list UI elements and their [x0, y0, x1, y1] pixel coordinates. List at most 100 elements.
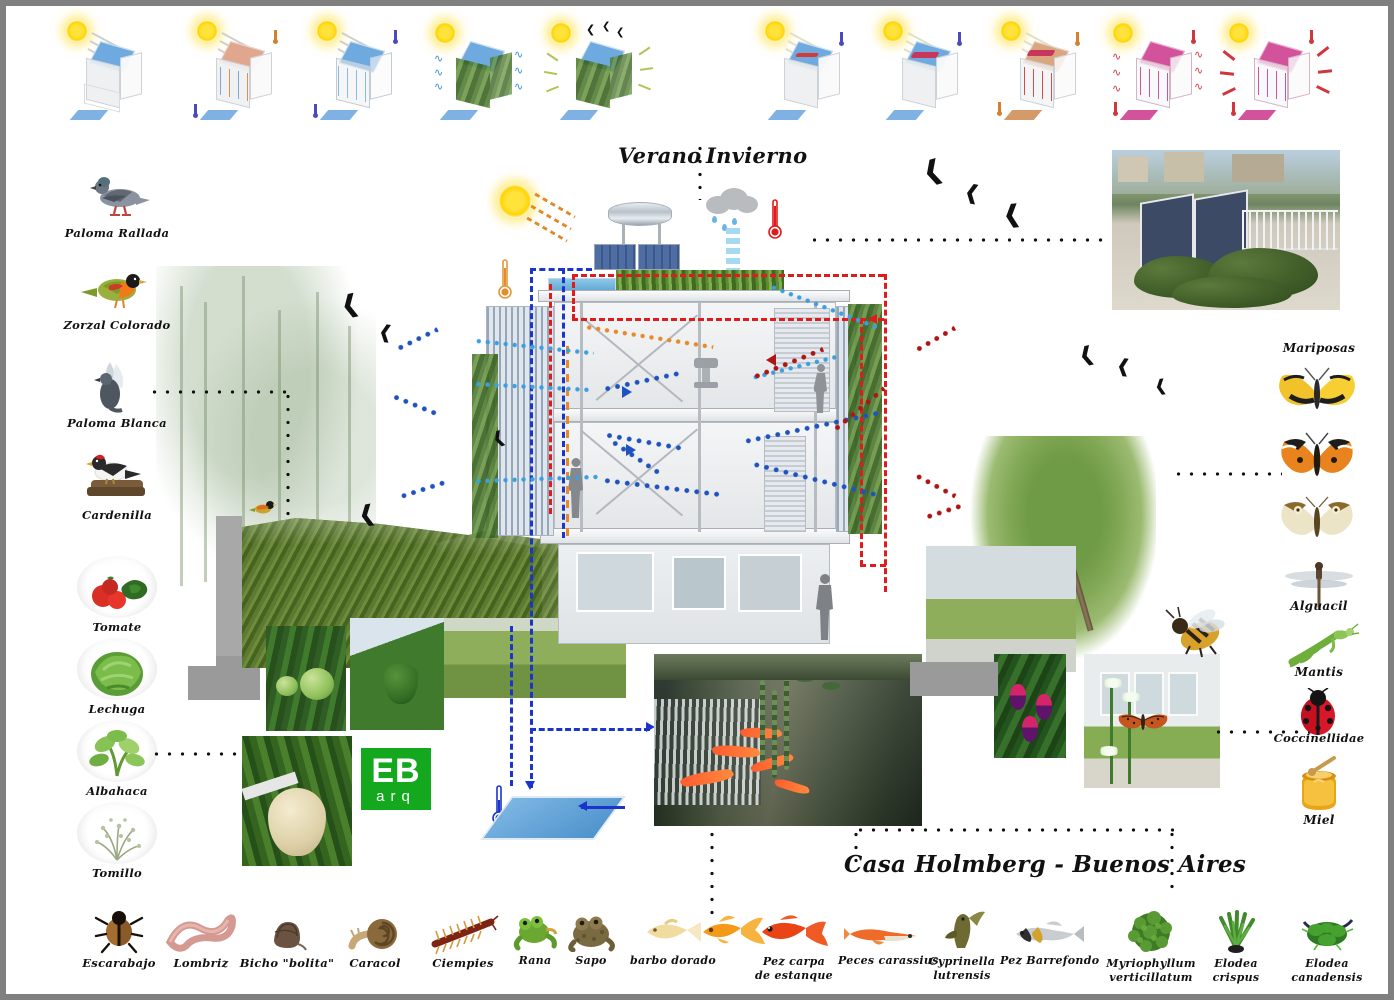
- species-elodea-canadensis: Elodea canadensis: [1280, 906, 1374, 985]
- aquatic-plants-row: Myriophyllum verticillatum Elodea crispu…: [1104, 906, 1384, 994]
- top-diagram-strip: ∿ ∿ ∿ ∿ ∿ ∿ ❮ ❮ ❮: [6, 6, 1388, 132]
- species-cyprinella: Cyprinella lutrensis: [920, 906, 1004, 983]
- pv-panel: [638, 244, 680, 270]
- thermometer-warm-icon: [498, 258, 512, 300]
- species-zorzal-colorado: Zorzal Colorado: [62, 258, 172, 332]
- species-label: Bicho "bolita": [239, 956, 335, 970]
- thyme-icon: [77, 802, 157, 864]
- species-elodea-crispus: Elodea crispus: [1196, 906, 1276, 985]
- species-label: Paloma Blanca: [67, 416, 167, 430]
- airflow-path: [390, 392, 442, 419]
- connector-dots-left-upper: [148, 390, 288, 394]
- golden-barb-icon: [618, 906, 728, 952]
- butterfly-house-photo: [1084, 654, 1220, 788]
- warm-air-riser: [566, 346, 569, 536]
- species-label: Escarabajo: [82, 956, 156, 970]
- species-pez-carpa: Pez carpa de estanque: [748, 906, 840, 983]
- species-paloma-rallada: Paloma Rallada: [62, 166, 172, 240]
- page-title: Casa Holmberg - Buenos Aires: [844, 851, 1247, 878]
- species-label: Coccinellidae: [1273, 731, 1365, 745]
- season-divider-dots: [698, 142, 702, 200]
- collector-feed-line: [581, 806, 625, 809]
- sun-icon: [196, 20, 218, 42]
- bird-silhouette-icon: ❰: [1152, 375, 1169, 396]
- fish-pond-photo: [654, 654, 922, 826]
- species-escarabajo: Escarabajo: [64, 906, 174, 970]
- species-paloma-blanca: Paloma Blanca: [62, 356, 172, 430]
- species-label: Albahaca: [86, 784, 148, 798]
- species-label: barbo dorado: [629, 954, 717, 967]
- toad-icon: [556, 906, 626, 952]
- summer-loop-left-riser: [530, 268, 533, 788]
- sun-icon: [550, 22, 572, 44]
- interior-slat-panel-lower: [764, 436, 806, 532]
- person-mid-floor: [568, 458, 584, 518]
- species-label: Mantis: [1294, 665, 1344, 679]
- species-sapo: Sapo: [556, 906, 626, 968]
- soil-fauna-row: Escarabajo Lombriz Bicho "bolita": [64, 906, 514, 992]
- rain-stream: [726, 228, 740, 282]
- bird-silhouette-icon: ❰: [1000, 199, 1024, 229]
- connector-dots-title-drop: [854, 828, 858, 868]
- sun-ray: [534, 192, 576, 219]
- pv-panel: [594, 244, 636, 270]
- species-label: Lechuga: [88, 702, 146, 716]
- ground-glazing-center: [672, 556, 726, 610]
- bird-silhouette-icon: ❰: [1114, 355, 1133, 378]
- winter-loop-inner-east: [860, 318, 863, 566]
- mariposas-heading: Mariposas: [1282, 341, 1356, 355]
- species-label: Miel: [1303, 813, 1335, 827]
- basil-icon: [77, 720, 157, 782]
- species-cardenilla: Cardenilla: [62, 448, 172, 522]
- logo-arq-text: arq: [376, 788, 416, 805]
- centipede-icon: [408, 906, 518, 954]
- tomato-icon: [77, 556, 157, 618]
- honeybee-icon: [1156, 606, 1232, 663]
- sun-icon: [66, 20, 88, 42]
- airflow-path: [398, 478, 448, 501]
- bird-silhouette-icon: ❰: [918, 153, 948, 189]
- yellow-butterfly-icon: [1270, 364, 1364, 427]
- summer-loop-inner-riser: [562, 268, 565, 538]
- roof-slab: [538, 290, 850, 302]
- species-label: Myriophyllum verticillatum: [1106, 957, 1196, 984]
- person-upper-floor: [813, 364, 828, 414]
- bottom-feeder-fish-icon: [1000, 906, 1092, 952]
- myriophyllum-icon: [1104, 906, 1198, 954]
- cube-diagram-s5: ❮ ❮ ❮: [543, 22, 654, 130]
- summer-loop-bottom: [530, 728, 650, 731]
- frog-icon: [500, 906, 570, 952]
- sun-icon: [498, 184, 532, 218]
- airflow-path: [394, 326, 440, 353]
- species-peces-carassius: Peces carassius: [838, 906, 938, 968]
- honey-jar-icon: [1294, 756, 1344, 817]
- courtyard-photo: [926, 546, 1076, 672]
- solar-collector-photo: [1112, 150, 1340, 310]
- flow-arrow-blue: [578, 801, 587, 811]
- species-label: Caracol: [349, 956, 401, 970]
- species-bicho-bolita: Bicho "bolita": [232, 906, 342, 970]
- connector-dots-solar: [808, 238, 1108, 242]
- cube-diagram-s4: ∿ ∿ ∿ ∿ ∿ ∿: [434, 22, 534, 130]
- winter-loop-roof-return: [572, 318, 884, 321]
- dragonfly-icon: [1280, 560, 1358, 617]
- species-ciempies: Ciempies: [408, 906, 518, 970]
- sun-icon: [1000, 20, 1022, 42]
- ladybug-icon: [1292, 687, 1344, 741]
- winter-loop-left: [572, 274, 575, 320]
- ground-glazing-east: [738, 554, 802, 612]
- logo-eb-text: EB: [371, 752, 421, 790]
- cube-diagram-w4: ∿ ∿ ∿ ∿ ∿ ∿: [1112, 22, 1214, 130]
- heat-arrow: [766, 354, 776, 366]
- snail-icon: [320, 906, 430, 954]
- cardinal-icon: [62, 448, 172, 506]
- ground-floor-slab: [540, 528, 850, 544]
- lettuce-icon: [77, 638, 157, 700]
- species-tomate: Tomate: [62, 556, 172, 634]
- pillbug-icon: [232, 906, 342, 954]
- cube-diagram-w3: [997, 20, 1098, 130]
- species-label: Pez Barrefondo: [1000, 954, 1100, 967]
- tomato-crop-photo: [266, 626, 346, 731]
- carassius-icon: [838, 906, 930, 952]
